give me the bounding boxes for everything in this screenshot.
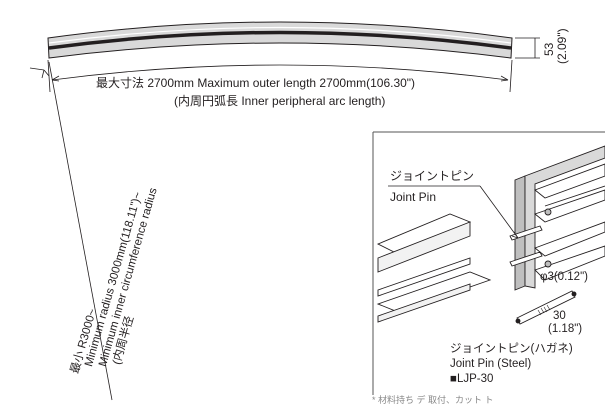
joint-pin-leader xyxy=(388,185,519,239)
length-dimension xyxy=(47,59,513,93)
height-in-label: (2.09") xyxy=(555,28,569,64)
curved-rail xyxy=(47,21,513,59)
assembled-pins xyxy=(509,225,543,267)
left-profile xyxy=(376,213,492,323)
max-length-label: 最大寸法 2700mm Maximum outer length 2700mm(… xyxy=(96,76,416,90)
part-number-label: ■LJP-30 xyxy=(450,373,494,385)
height-dimension xyxy=(515,37,540,59)
loose-pin xyxy=(515,290,577,325)
rail-light-line xyxy=(48,26,512,44)
pin-steel-jp-label: ジョイントピン(ハガネ) xyxy=(450,343,573,355)
pin-length-mm-label: 30 xyxy=(553,310,566,322)
height-mm-label: 53 xyxy=(542,42,556,56)
pin-steel-en-label: Joint Pin (Steel) xyxy=(450,358,532,370)
detail-illustration xyxy=(372,131,605,395)
cut-off-text: * 材料持ち デ 取付、カット ト xyxy=(372,395,494,405)
joint-pin-jp-label: ジョイントピン xyxy=(390,169,475,183)
radius-lines xyxy=(29,61,113,401)
rail-dark-groove xyxy=(48,30,512,50)
pin-length-in-label: (1.18") xyxy=(548,323,583,335)
center-channel xyxy=(514,145,605,291)
pin-diameter-label: φ3(0.12") xyxy=(540,271,588,283)
joint-pin-en-label: Joint Pin xyxy=(390,190,437,204)
inner-arc-label: (内周円弧長 Inner peripheral arc length) xyxy=(174,94,386,108)
